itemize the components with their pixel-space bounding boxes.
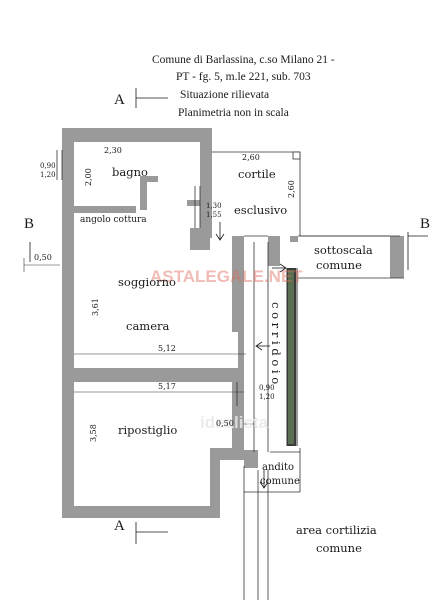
dim-soggiorno-width: 5,12 xyxy=(158,344,176,353)
dim-bagno-depth: 2,00 xyxy=(84,168,93,186)
room-label-soggiorno: soggiorno xyxy=(118,275,176,289)
walls xyxy=(62,128,404,518)
thin-lines xyxy=(56,150,404,600)
room-label-andito: andito xyxy=(262,462,294,473)
dim-cortile-width: 2,60 xyxy=(242,153,260,162)
room-label-area-comune: comune xyxy=(316,541,362,555)
room-label-camera: camera xyxy=(126,319,170,333)
room-label-bagno: bagno xyxy=(112,165,148,179)
dim-bagno-width: 2,30 xyxy=(104,146,122,155)
section-letter-a-bottom: A xyxy=(114,518,125,534)
room-label-esclusivo: esclusivo xyxy=(234,203,287,217)
dim-window-mid-a: 1,30 xyxy=(206,202,222,210)
room-label-corridoio: c o r r i d o i o xyxy=(269,302,283,384)
room-label-area-cortilizia: area cortilizia xyxy=(296,523,377,537)
section-letter-b-right: B xyxy=(420,216,430,232)
dim-window-mid-b: 1,55 xyxy=(206,211,222,219)
room-label-andito-comune: comune xyxy=(260,476,300,487)
section-letter-a-top: A xyxy=(114,92,125,108)
room-label-cortile: cortile xyxy=(238,167,276,181)
room-label-sottoscala-comune: comune xyxy=(316,258,362,272)
header-line1: Comune di Barlassina, c.so Milano 21 - xyxy=(152,54,335,66)
room-label-ripostiglio: ripostiglio xyxy=(118,423,177,437)
section-marker-b-right xyxy=(407,232,428,270)
dim-soggiorno-depth: 3,61 xyxy=(91,298,100,316)
dimension-lines xyxy=(23,258,254,425)
section-letter-b-left: B xyxy=(24,216,34,232)
arrows xyxy=(215,222,287,489)
dim-window-left-b: 1,20 xyxy=(40,171,56,179)
dim-window-left-a: 0,90 xyxy=(40,162,56,170)
section-marker-a-top xyxy=(135,88,168,108)
header-line3: Situazione rilievata xyxy=(180,89,269,101)
dim-ripostiglio-depth: 3,58 xyxy=(89,424,98,442)
room-label-angolo-cottura: angolo cottura xyxy=(80,215,147,225)
dim-ripostiglio-width: 5,17 xyxy=(158,382,176,391)
section-marker-a-bottom xyxy=(135,522,168,544)
watermark-astalegale: ASTALEGALE.NET xyxy=(150,267,303,286)
dim-b-offset: 0,50 xyxy=(34,253,52,262)
dim-window-right-a: 0,90 xyxy=(259,384,275,392)
dim-door-offset: 0,50 xyxy=(216,419,234,428)
dim-window-right-b: 1,20 xyxy=(259,393,275,401)
header-line2: PT - fg. 5, m.le 221, sub. 703 xyxy=(176,71,311,83)
watermark-idealista: idealista xyxy=(200,413,269,432)
room-label-sottoscala: sottoscala xyxy=(314,243,373,257)
header-line4: Planimetria non in scala xyxy=(178,107,289,119)
dim-cortile-depth: 2,60 xyxy=(287,180,296,198)
